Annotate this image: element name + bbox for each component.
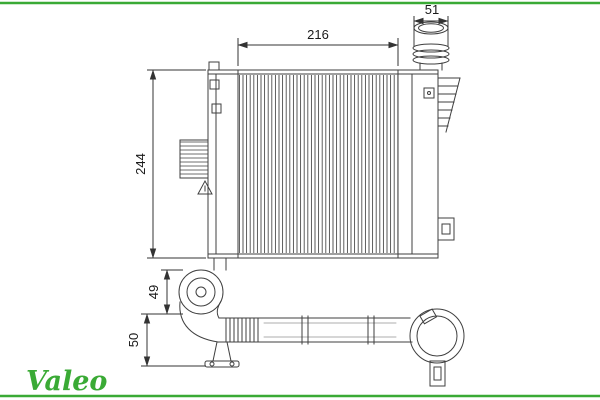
clamp-screw xyxy=(419,308,438,325)
mounting-bracket xyxy=(437,217,455,241)
dimension-label-50: 50 xyxy=(126,333,141,347)
warning-triangle-icon xyxy=(197,179,213,195)
outlet-tube-view xyxy=(178,269,465,387)
dimension-tube-height: 50 xyxy=(126,313,206,367)
outlet-flange xyxy=(178,269,224,315)
elbow-inner xyxy=(216,300,222,319)
dimension-label-51: 51 xyxy=(425,2,439,17)
dimension-label-216: 216 xyxy=(307,27,329,42)
right-tank xyxy=(411,69,461,259)
core xyxy=(207,69,439,259)
dimension-flange-diameter: 49 xyxy=(141,269,183,315)
lower-tab xyxy=(429,360,446,387)
intercooler-front-view xyxy=(179,21,461,271)
support-foot xyxy=(204,341,240,368)
tube-body xyxy=(217,315,413,345)
inlet-pipe xyxy=(412,21,450,71)
dimension-inlet-width: 51 xyxy=(413,2,449,30)
brand-logo: Valeo xyxy=(26,366,107,397)
hose-end xyxy=(409,308,465,387)
side-bracket xyxy=(179,139,209,179)
left-tank xyxy=(179,61,227,271)
dimension-label-49: 49 xyxy=(146,285,161,299)
dimension-core-width: 216 xyxy=(237,27,399,66)
dimension-core-height: 244 xyxy=(133,69,206,259)
elbow-outer xyxy=(179,301,219,343)
dimension-label-244: 244 xyxy=(133,153,148,175)
